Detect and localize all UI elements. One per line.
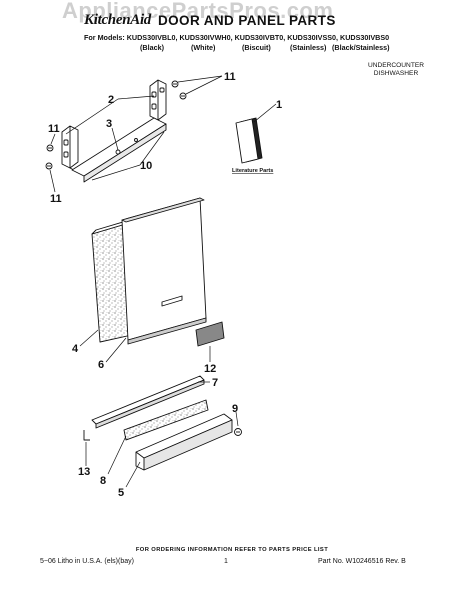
callout-6: 6 <box>98 359 104 371</box>
brand-logo: KitchenAid <box>84 12 152 28</box>
callout-10: 10 <box>140 160 152 172</box>
page-number: 1 <box>224 558 228 565</box>
callout-5: 5 <box>118 487 124 499</box>
callout-1: 1 <box>276 99 282 111</box>
color-white: (White) <box>191 43 216 52</box>
ordering-note: FOR ORDERING INFORMATION REFER TO PARTS … <box>135 547 329 553</box>
part-number: Part No. W10246516 Rev. B <box>318 558 406 565</box>
category-line-1: UNDERCOUNTER <box>367 62 424 69</box>
kick-plate <box>135 413 233 471</box>
watermark: AppliancePartsPros.com <box>62 0 334 23</box>
category-label: UNDERCOUNTER DISHWASHER <box>368 62 424 78</box>
models-line: For Models: KUDS30IVBL0, KUDS30IVWH0, KU… <box>84 33 390 42</box>
callout-4: 4 <box>72 343 79 355</box>
color-black-stainless: (Black/Stainless) <box>332 43 390 52</box>
screw-left-2 <box>45 162 53 170</box>
callout-11-lower: 11 <box>50 193 62 205</box>
callout-2: 2 <box>108 94 114 106</box>
callout-8: 8 <box>100 475 106 487</box>
screw-lower <box>234 428 242 436</box>
bracket-upper-left <box>61 125 95 177</box>
clip <box>83 430 90 441</box>
callout-11-left: 11 <box>48 123 60 135</box>
screw-upper-1 <box>171 80 179 88</box>
mounting-rail <box>71 117 167 183</box>
category-line-2: DISHWASHER <box>373 70 419 77</box>
color-black: (Black) <box>140 43 164 52</box>
model-badge <box>195 321 225 347</box>
leader-lines <box>49 75 277 488</box>
callout-12: 12 <box>204 363 216 375</box>
literature-parts <box>235 117 263 164</box>
bracket-upper-right <box>149 79 167 121</box>
color-biscuit: (Biscuit) <box>242 43 271 52</box>
callout-13: 13 <box>78 466 90 478</box>
callout-3: 3 <box>106 118 112 130</box>
toe-plate <box>91 375 205 429</box>
door-panel <box>121 197 207 345</box>
page-title: DOOR AND PANEL PARTS <box>158 13 336 28</box>
literature-parts-label: Literature Parts <box>232 168 273 174</box>
callout-9: 9 <box>232 403 238 415</box>
screw-left-1 <box>46 144 54 152</box>
callout-11-upper: 11 <box>224 71 236 83</box>
callout-7: 7 <box>212 377 218 389</box>
screw-upper-2 <box>179 92 187 100</box>
color-stainless: (Stainless) <box>290 43 327 52</box>
litho-line: 5−06 Litho in U.S.A. (els)(bay) <box>40 558 134 565</box>
callouts: 11 2 1 11 3 10 11 4 6 12 7 9 13 8 5 <box>48 71 282 499</box>
